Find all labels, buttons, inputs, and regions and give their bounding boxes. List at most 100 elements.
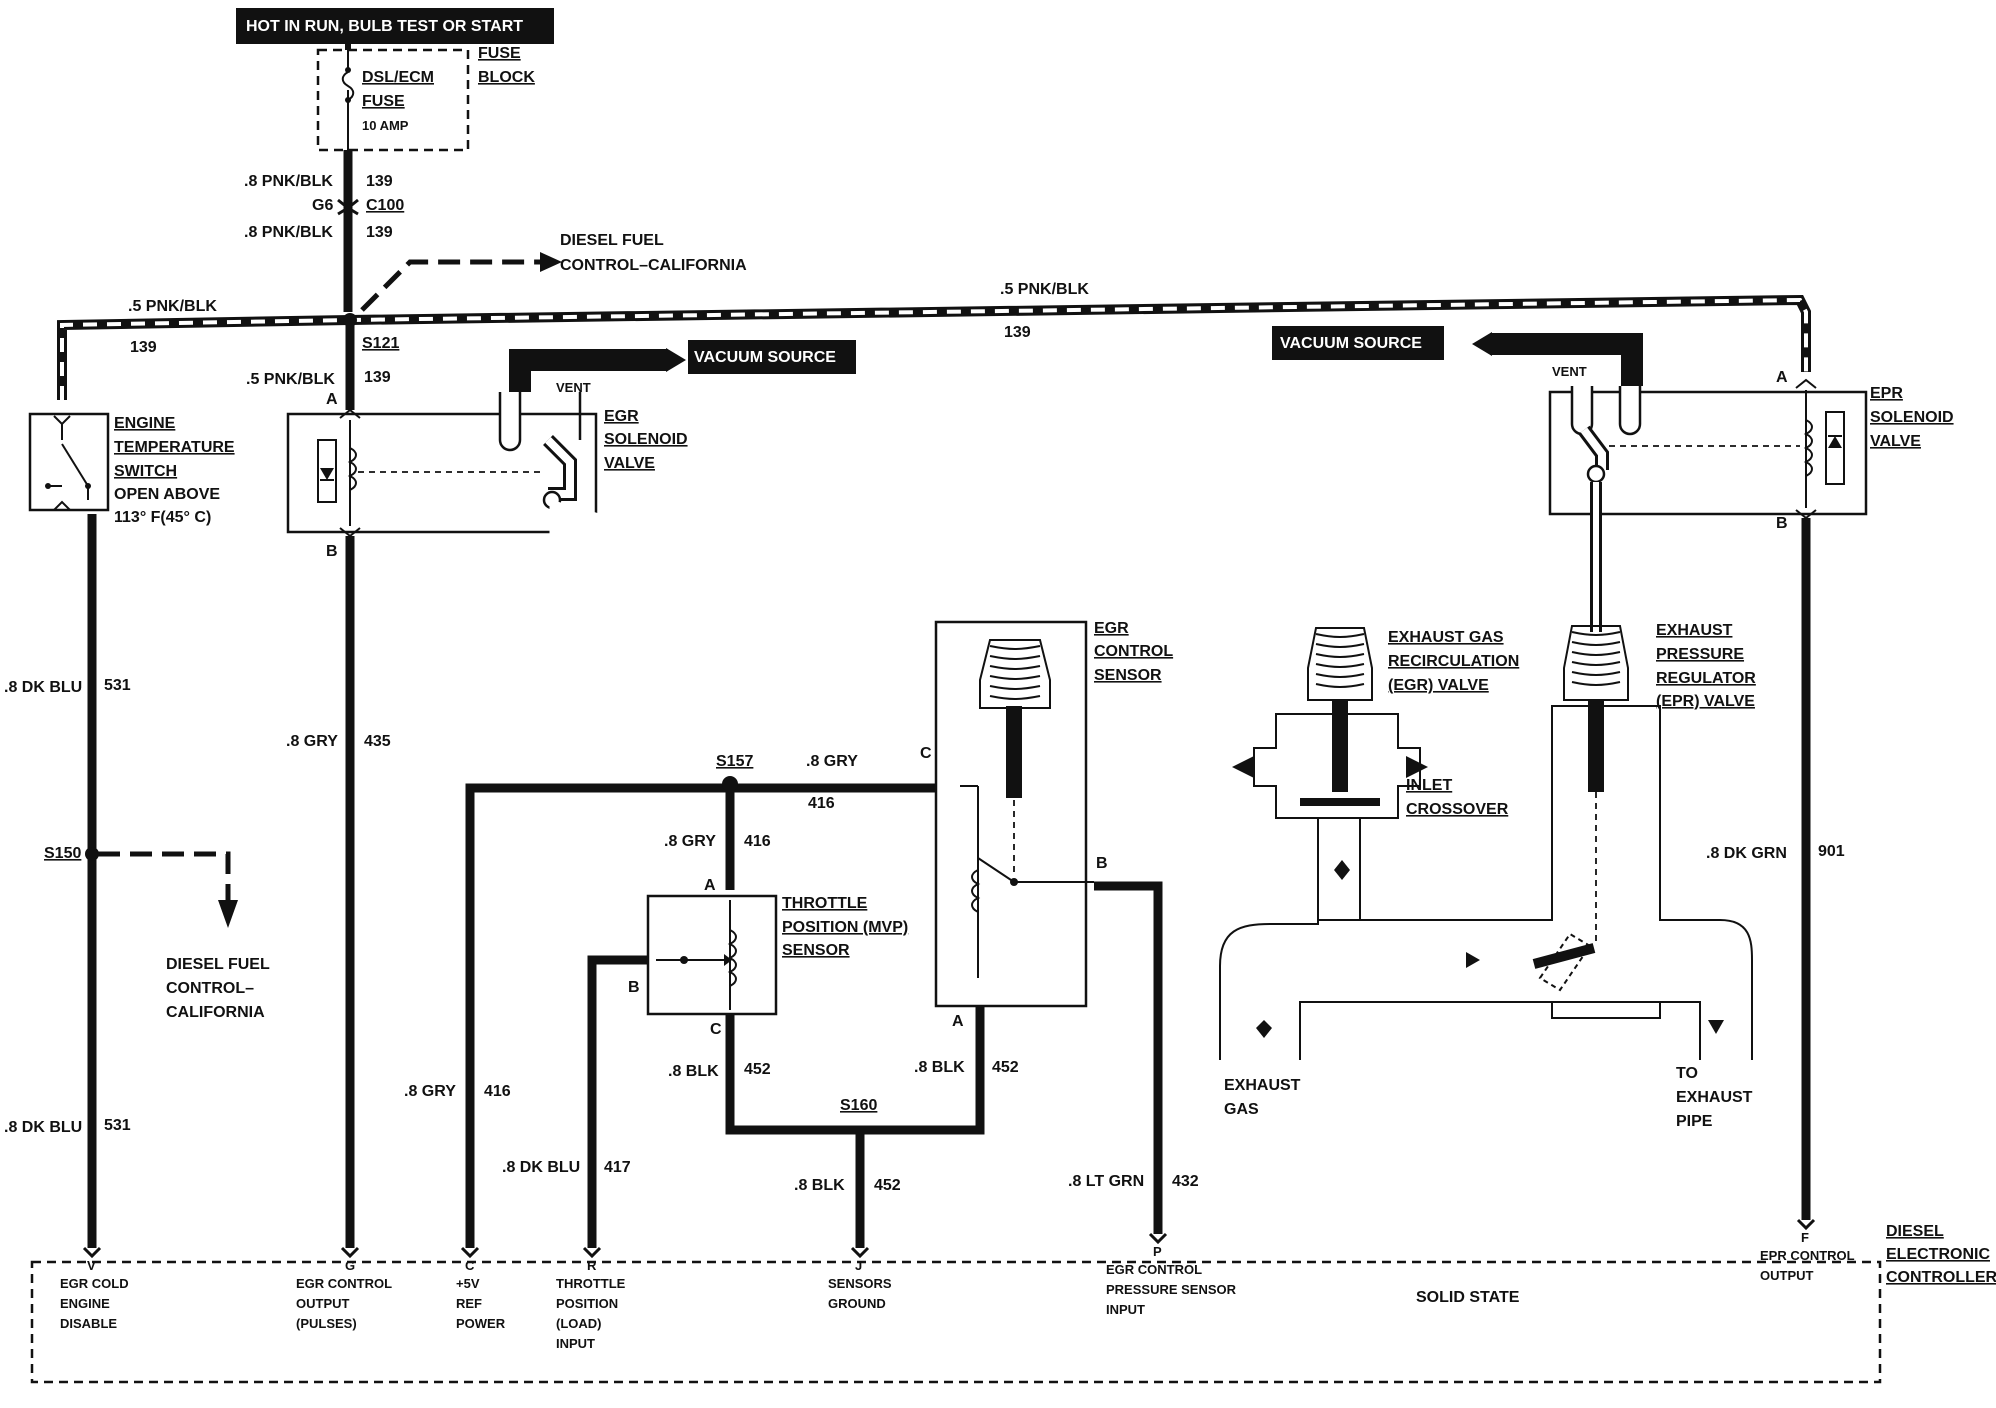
svg-text:A: A <box>704 877 716 894</box>
wire-number: 417 <box>604 1159 631 1176</box>
svg-text:PRESSURE: PRESSURE <box>1656 646 1744 663</box>
pin-description: OUTPUT <box>296 1296 350 1311</box>
wire-432 <box>1094 881 1163 1234</box>
wire-gauge-label: .8 DK BLU <box>4 1119 82 1136</box>
wire-gauge-label: .8 PNK/BLK <box>244 224 333 241</box>
wire-gauge-label: .8 DK GRN <box>1706 845 1787 862</box>
svg-text:SENSOR: SENSOR <box>782 942 850 959</box>
vacuum-source-left: VACUUM SOURCE <box>509 340 856 392</box>
pin-description: (PULSES) <box>296 1316 357 1331</box>
epr-vacuum-ports <box>1570 386 1642 632</box>
svg-text:CROSSOVER: CROSSOVER <box>1406 801 1509 818</box>
wire-417 <box>587 955 648 1248</box>
wire-gauge-label: .8 LT GRN <box>1068 1173 1144 1190</box>
svg-text:10 AMP: 10 AMP <box>362 118 409 133</box>
svg-text:EPR: EPR <box>1870 385 1903 402</box>
egr-control-sensor: EGR CONTROL SENSOR C B A <box>920 620 1173 1030</box>
exhaust-manifold: EXHAUST GAS TO EXHAUST PIPE <box>1219 705 1753 1130</box>
fuse-block: FUSE BLOCK DSL/ECM FUSE 10 AMP <box>316 44 535 152</box>
egr-solenoid-valve: A B EGR SOLENOID VALVE VENT <box>286 380 688 560</box>
svg-text:VENT: VENT <box>1552 364 1587 379</box>
svg-text:SENSOR: SENSOR <box>1094 667 1162 684</box>
pin-letter: G <box>345 1258 355 1273</box>
svg-text:EXHAUST: EXHAUST <box>1676 1089 1753 1106</box>
pin-connector-icon <box>582 1246 602 1259</box>
svg-text:VALVE: VALVE <box>1870 433 1921 450</box>
pin-description: +5V <box>456 1276 480 1291</box>
svg-text:RECIRCULATION: RECIRCULATION <box>1388 653 1519 670</box>
diesel-fuel-label: CONTROL–CALIFORNIA <box>560 257 747 274</box>
pin-description: EGR COLD <box>60 1276 129 1291</box>
pin-letter: C <box>465 1258 475 1273</box>
pin-description: GROUND <box>828 1296 886 1311</box>
pin-description: THROTTLE <box>556 1276 626 1291</box>
svg-text:A: A <box>952 1013 964 1030</box>
arrow-icon <box>218 900 238 928</box>
svg-text:EXHAUST: EXHAUST <box>1656 622 1733 639</box>
svg-text:B: B <box>1096 855 1108 872</box>
svg-text:FUSE: FUSE <box>478 45 521 62</box>
wire-number: 139 <box>130 339 157 356</box>
throttle-position-sensor: A B C THROTTLE POSITION (MVP) SENSOR <box>628 877 908 1038</box>
svg-text:(EGR) VALVE: (EGR) VALVE <box>1388 677 1489 694</box>
connector-c100-icon <box>337 198 359 216</box>
svg-text:ENGINE: ENGINE <box>114 415 176 432</box>
svg-text:EXHAUST GAS: EXHAUST GAS <box>1388 629 1504 646</box>
svg-text:PIPE: PIPE <box>1676 1113 1713 1130</box>
splice-s157-label: S157 <box>716 753 753 770</box>
wire-number: 139 <box>366 173 393 190</box>
wire-gauge-label: .8 GRY <box>664 833 716 850</box>
svg-text:TO: TO <box>1676 1065 1698 1082</box>
svg-text:OPEN ABOVE: OPEN ABOVE <box>114 486 220 503</box>
pin-description: POSITION <box>556 1296 618 1311</box>
pin-connector-icon <box>340 1246 360 1259</box>
wire-gauge-label: .8 BLK <box>794 1177 845 1194</box>
svg-text:SWITCH: SWITCH <box>114 463 177 480</box>
pin-description: PRESSURE SENSOR <box>1106 1282 1237 1297</box>
svg-text:CONTROL: CONTROL <box>1094 643 1173 660</box>
svg-text:ELECTRONIC: ELECTRONIC <box>1886 1246 1990 1263</box>
splice-s160-label: S160 <box>840 1097 877 1114</box>
diesel-electronic-controller: DIESEL ELECTRONIC CONTROLLER SOLID STATE <box>30 1223 1996 1384</box>
diesel-fuel-label: CONTROL– <box>166 980 254 997</box>
svg-text:EGR: EGR <box>604 408 639 425</box>
pin-description: (LOAD) <box>556 1316 602 1331</box>
wire-branch-diesel-fuel <box>360 259 540 312</box>
wire-number: 452 <box>744 1061 771 1078</box>
splice-s150-label: S150 <box>44 845 81 862</box>
pin-description: ENGINE <box>60 1296 110 1311</box>
svg-text:C: C <box>920 745 932 762</box>
wire-number: 531 <box>104 677 131 694</box>
svg-text:113° F(45° C): 113° F(45° C) <box>114 509 211 526</box>
engine-temperature-switch: ENGINE TEMPERATURE SWITCH OPEN ABOVE 113… <box>28 412 235 526</box>
svg-text:B: B <box>1776 515 1788 532</box>
svg-text:C: C <box>710 1021 722 1038</box>
wire-branch-diesel-fuel <box>98 851 231 902</box>
wire-number: 531 <box>104 1117 131 1134</box>
pin-connector-icon <box>460 1246 480 1259</box>
power-banner: HOT IN RUN, BULB TEST OR START <box>236 8 554 44</box>
svg-text:B: B <box>326 543 338 560</box>
epr-valve: EXHAUST PRESSURE REGULATOR (EPR) VALVE <box>1563 622 1756 792</box>
svg-text:POSITION (MVP): POSITION (MVP) <box>782 919 908 936</box>
pin-connector-icon <box>1148 1232 1168 1245</box>
wire-416 <box>465 783 936 1248</box>
wire-gauge-label: .5 PNK/BLK <box>128 298 217 315</box>
egr-vacuum-ports <box>498 392 582 510</box>
svg-text:SOLENOID: SOLENOID <box>1870 409 1954 426</box>
svg-text:VACUUM SOURCE: VACUUM SOURCE <box>1280 335 1422 352</box>
wire-number: 416 <box>484 1083 511 1100</box>
pin-description: EGR CONTROL <box>296 1276 392 1291</box>
wire-number: 901 <box>1818 843 1845 860</box>
pin-description: SENSORS <box>828 1276 892 1291</box>
pin-letter: V <box>87 1258 96 1273</box>
svg-text:BLOCK: BLOCK <box>478 69 535 86</box>
svg-text:TEMPERATURE: TEMPERATURE <box>114 439 235 456</box>
svg-text:VACUUM SOURCE: VACUUM SOURCE <box>694 349 836 366</box>
wire-452 <box>725 1006 985 1135</box>
diesel-fuel-label: CALIFORNIA <box>166 1004 265 1021</box>
